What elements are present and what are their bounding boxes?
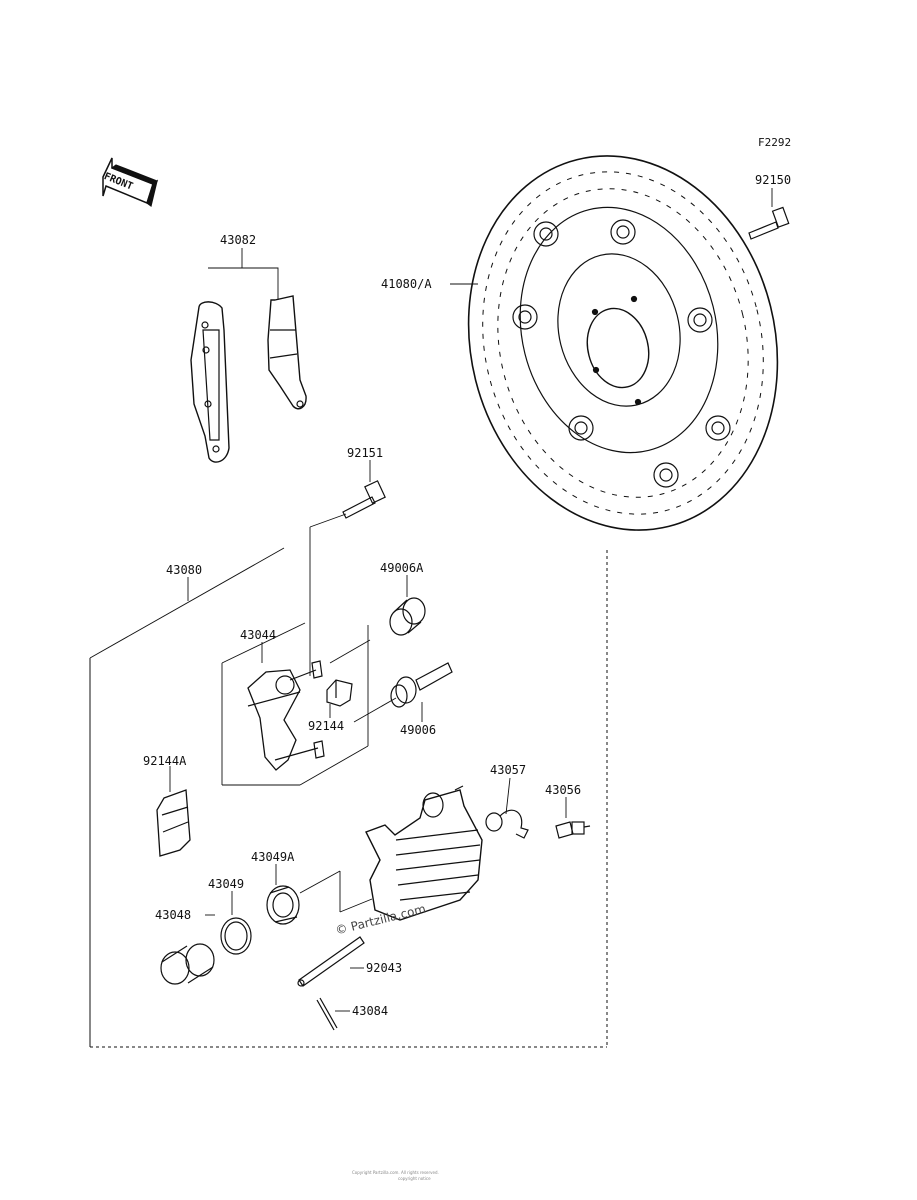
caliper-bracket-icon: [247, 660, 325, 771]
bleeder-cap-icon: [485, 809, 529, 839]
part-label-92144a[interactable]: 92144A: [143, 754, 187, 768]
pin-clip-icon: [316, 997, 338, 1031]
brake-pad-left-icon: [190, 301, 230, 463]
caliper-bolt-icon: [342, 480, 386, 519]
bleed-valve-icon: [555, 821, 591, 839]
leader-lines: [89, 188, 773, 1012]
piston-seal-outer-icon: [266, 885, 300, 925]
pad-spring-clip-icon: [326, 679, 353, 707]
caliper-body-icon: [365, 785, 483, 921]
part-label-43056[interactable]: 43056: [545, 783, 582, 797]
copyright-line-1: Copyright Partzilla.com. All rights rese…: [352, 1170, 439, 1175]
part-label-43080[interactable]: 43080: [166, 563, 203, 577]
part-label-43049[interactable]: 43049: [208, 877, 245, 891]
part-label-92144[interactable]: 92144: [308, 719, 345, 733]
part-label-43057[interactable]: 43057: [490, 763, 527, 777]
disc-bolt-icon: [748, 206, 790, 240]
piston-icon: [160, 943, 215, 985]
slide-pin-icon: [390, 662, 453, 708]
part-label-49006a[interactable]: 49006A: [380, 561, 424, 575]
front-arrow-icon: [102, 157, 159, 208]
part-label-49006[interactable]: 49006: [400, 723, 437, 737]
part-label-43049a[interactable]: 43049A: [251, 850, 295, 864]
part-label-43082[interactable]: 43082: [220, 233, 257, 247]
dust-boot-upper-icon: [389, 597, 426, 636]
part-label-92151[interactable]: 92151: [347, 446, 384, 460]
part-label-43044[interactable]: 43044: [240, 628, 277, 642]
part-label-92150[interactable]: 92150: [755, 173, 792, 187]
part-label-43084[interactable]: 43084: [352, 1004, 389, 1018]
piston-seal-inner-icon: [220, 917, 252, 955]
copyright-line-2: copyright notice: [398, 1176, 431, 1181]
part-label-92043[interactable]: 92043: [366, 961, 403, 975]
figure-id: F2292: [758, 136, 792, 149]
pad-spring-icon: [156, 789, 191, 857]
pad-pin-icon: [297, 936, 365, 987]
brake-disc-icon: [467, 155, 779, 531]
part-label-43048[interactable]: 43048: [155, 908, 192, 922]
part-label-41080a[interactable]: 41080/A: [381, 277, 432, 291]
assembly-frame: [89, 550, 608, 1048]
brake-pad-right-icon: [267, 295, 307, 410]
